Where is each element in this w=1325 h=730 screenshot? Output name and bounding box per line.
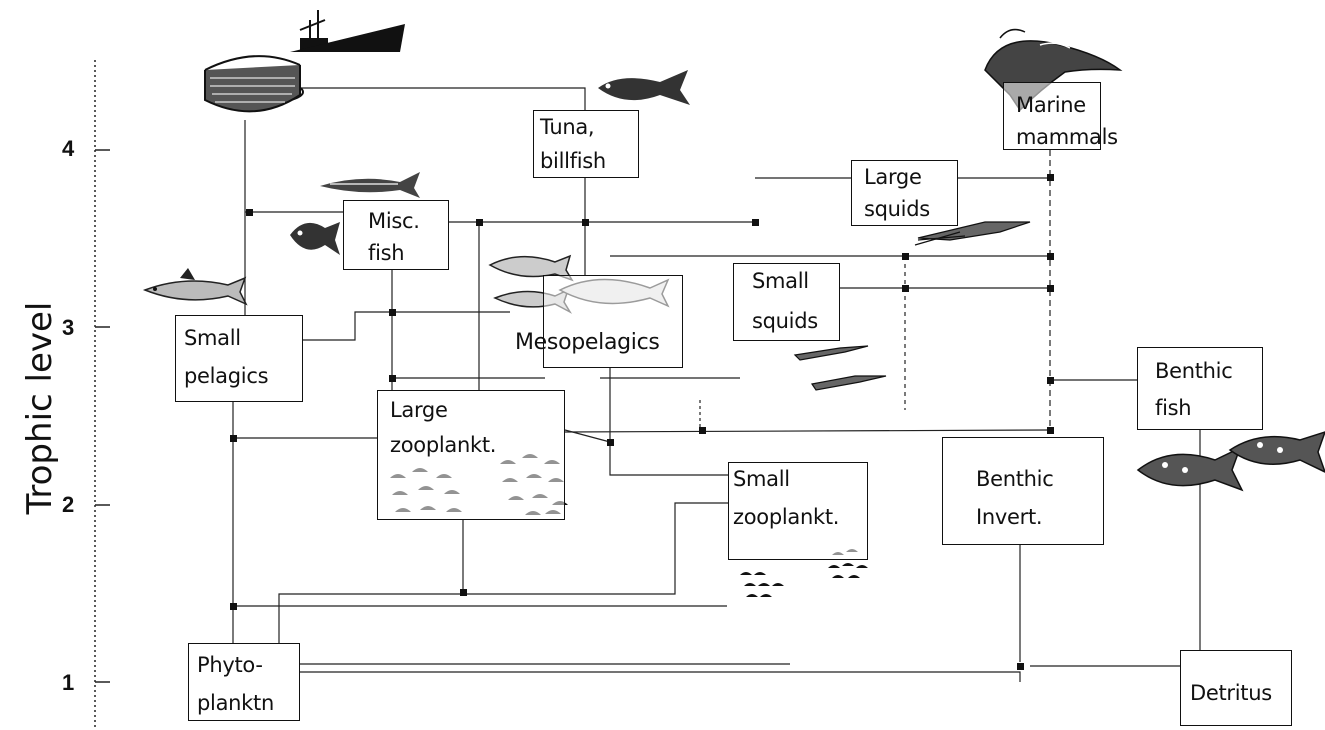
node-label: pelagics [184,363,268,389]
node-label: Benthic [1155,358,1232,384]
node-label: Invert. [976,504,1042,530]
sardine-icon [145,268,246,304]
node-label: billfish [540,148,606,174]
node-label: Tuna, [540,114,594,140]
tuna-icon [598,70,690,105]
node-label: mammals [1016,124,1118,150]
node-label: planktn [197,690,274,716]
squid-icon [795,346,886,390]
node-label: Large [390,397,448,423]
node-label: Large [864,164,922,190]
connections [233,88,1200,682]
benthic-fish-icon [1138,432,1325,490]
mackerel-icon [320,172,420,198]
node-label: Marine [1016,92,1086,118]
node-label: Phyto- [197,652,263,678]
node-label: fish [1155,395,1191,421]
node-label: Misc. [368,208,420,234]
node-label: Small [733,466,790,492]
node-label: squids [752,308,818,334]
node-label: zooplankt. [390,432,496,458]
node-label: squids [864,196,930,222]
node-label: Small [752,268,809,294]
fishing-boat-net-icon [205,10,405,111]
node-label: Small [184,325,241,351]
node-label: Detritus [1190,680,1272,706]
node-label: fish [368,240,404,266]
y-axis [95,60,110,730]
misc-fish-icon [290,222,340,255]
node-label: Mesopelagics [515,330,660,356]
node-label: zooplankt. [733,504,839,530]
node-label: Benthic [976,466,1053,492]
